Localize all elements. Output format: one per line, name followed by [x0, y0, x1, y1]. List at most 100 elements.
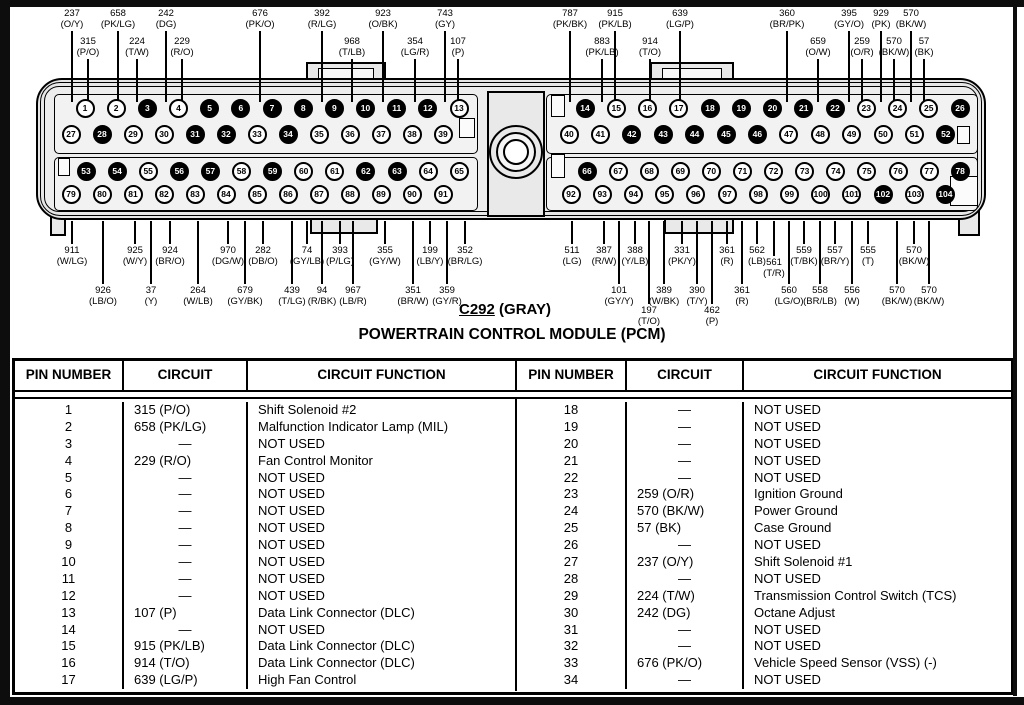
pin-94: 94 [623, 184, 643, 204]
pin-84: 84 [216, 184, 236, 204]
circuit-cell: — [627, 469, 744, 487]
table-header-cell: CIRCUIT FUNCTION [813, 367, 942, 382]
pin-54: 54 [107, 161, 127, 181]
circuit-function-cell: NOT USED [258, 486, 325, 502]
pin-30: 30 [154, 124, 174, 144]
leader-line [867, 221, 869, 244]
pin-97: 97 [717, 184, 737, 204]
wire-label-915: 915(PK/LB) [598, 8, 632, 30]
pin-1: 1 [75, 98, 95, 118]
wire-label-570: 570(BK/W) [898, 245, 930, 267]
pin-98: 98 [748, 184, 768, 204]
pin-28: 28 [92, 124, 112, 144]
page-border-left [0, 0, 10, 705]
pin-50: 50 [873, 124, 893, 144]
pin-22: 22 [825, 98, 845, 118]
pin-104: 104 [935, 184, 955, 204]
pin-81: 81 [123, 184, 143, 204]
circuit-cell: — [627, 537, 744, 555]
table-header-gap [15, 392, 1011, 399]
wire-label-107: 107(P) [450, 36, 466, 58]
wire-label-282: 282(DB/O) [248, 245, 278, 267]
circuit-function-cell: NOT USED [754, 418, 821, 434]
leader-line [711, 221, 713, 304]
pin-9: 9 [324, 98, 344, 118]
pin-37: 37 [371, 124, 391, 144]
key-slot [459, 118, 475, 138]
leader-line [87, 59, 89, 102]
wire-label-389: 389(W/BK) [648, 285, 680, 307]
leader-line [150, 221, 152, 284]
leader-line [136, 59, 138, 102]
wire-label-679: 679(GY/BK) [227, 285, 263, 307]
circuit-cell: 229 (R/O) [124, 452, 248, 470]
pin-57: 57 [200, 161, 220, 181]
pin-number-cell: 7 [15, 503, 124, 521]
leader-line [786, 31, 788, 102]
circuit-function-cell: High Fan Control [258, 672, 357, 688]
leader-line [181, 59, 183, 102]
wire-label-259: 259(O/R) [850, 36, 874, 58]
pin-52: 52 [936, 124, 956, 144]
leader-line [134, 221, 136, 244]
table-header-cell: PIN NUMBER [15, 361, 124, 390]
center-bolt-ring-outer [489, 125, 543, 179]
wire-label-676: 676(PK/O) [245, 8, 275, 30]
leader-line [571, 221, 573, 244]
leader-line [923, 59, 925, 102]
wire-label-360: 360(BR/PK) [769, 8, 805, 30]
pin-33: 33 [247, 124, 267, 144]
circuit-cell: — [627, 621, 744, 639]
pin-16: 16 [638, 98, 657, 118]
key-slot [551, 95, 565, 117]
key-slot [551, 154, 565, 178]
circuit-cell: 242 (DG) [627, 604, 744, 622]
wire-label-439: 439(T/LG) [278, 285, 306, 307]
circuit-cell: — [124, 621, 248, 639]
wire-label-74: 74(GY/LB) [289, 245, 325, 267]
pin-66: 66 [577, 161, 597, 181]
pin-77: 77 [919, 161, 939, 181]
pin-31: 31 [185, 124, 205, 144]
table-row: 8—NOT USED [15, 520, 515, 538]
pin-number-cell: 25 [517, 520, 627, 538]
pin-17: 17 [669, 98, 689, 118]
wire-label-967: 967(LB/R) [339, 285, 367, 307]
pin-number-cell: 6 [15, 486, 124, 504]
pin-3: 3 [137, 98, 157, 118]
wire-label-561: 561(T/R) [763, 257, 785, 279]
table-row: 3—NOT USED [15, 435, 515, 453]
leader-line [848, 31, 850, 102]
wire-label-557: 557(BR/Y) [820, 245, 850, 267]
pin-45: 45 [716, 124, 736, 144]
leader-line [71, 31, 73, 102]
circuit-cell: — [124, 520, 248, 538]
circuit-cell: 315 (P/O) [124, 402, 248, 419]
leader-line [648, 221, 650, 304]
pin-103: 103 [904, 184, 924, 204]
circuit-cell: — [124, 486, 248, 504]
page-border-bottom [0, 697, 1024, 705]
center-bolt-ring-middle [496, 132, 536, 172]
pin-64: 64 [418, 161, 438, 181]
wire-label-570: 570(BK/W) [878, 36, 910, 58]
pin-86: 86 [278, 184, 298, 204]
circuit-cell: — [124, 554, 248, 571]
table-row: 26—NOT USED [517, 537, 1011, 555]
wire-label-355: 355(GY/W) [369, 245, 401, 267]
pin-40: 40 [559, 124, 579, 144]
leader-line [197, 221, 199, 284]
pin-number-cell: 24 [517, 503, 627, 521]
pin-number-cell: 28 [517, 570, 627, 588]
pin-number-cell: 5 [15, 469, 124, 487]
pin-59: 59 [263, 161, 283, 181]
circuit-cell: — [627, 638, 744, 656]
circuit-function-cell: Transmission Control Switch (TCS) [754, 587, 957, 603]
circuit-cell: — [627, 570, 744, 588]
leader-line [788, 221, 790, 284]
